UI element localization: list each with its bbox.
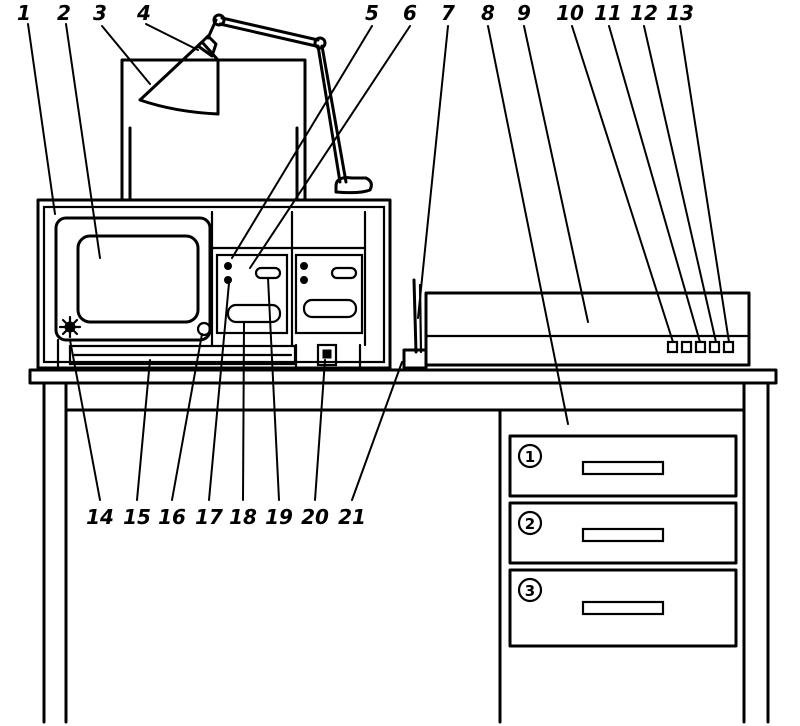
- desk-lamp: [138, 13, 373, 195]
- label-11: 11: [594, 1, 622, 25]
- monitor-bezel: [54, 216, 212, 342]
- label-8: 8: [481, 1, 495, 25]
- indicator-led: [300, 262, 308, 270]
- printer-button-13b: [722, 340, 735, 354]
- drawer-number: 3: [525, 582, 535, 600]
- indicator-led: [300, 276, 308, 284]
- disk-drive-right: [294, 253, 364, 335]
- light-pen: [402, 278, 428, 370]
- connector-box: [316, 343, 338, 367]
- power-switch-icon: [58, 315, 82, 339]
- drawer-handle: [581, 460, 665, 476]
- printer-button-10: [666, 340, 679, 354]
- main-cabinet: [36, 198, 392, 372]
- monitor-screen: [76, 234, 200, 324]
- drawer-number: 2: [525, 515, 535, 533]
- label-16: 16: [158, 505, 186, 529]
- printer-button-11: [680, 340, 693, 354]
- drive-slot-small: [254, 266, 282, 280]
- drawer-2: 2: [508, 501, 738, 565]
- label-14: 14: [86, 505, 114, 529]
- drawer-front: [508, 568, 738, 648]
- upper-board-frame: [120, 58, 307, 202]
- bottom-labels: 14 15 16 17 18 19 20 21: [86, 505, 366, 529]
- desk-top: [28, 368, 778, 385]
- drawer-handle: [581, 600, 665, 616]
- label-21: 21: [338, 505, 366, 529]
- label-17: 17: [195, 505, 223, 529]
- label-9: 9: [517, 1, 531, 25]
- lamp-shade: [138, 40, 220, 116]
- upper-board: [120, 58, 307, 202]
- label-18: 18: [229, 505, 257, 529]
- label-3: 3: [93, 1, 107, 25]
- lamp-clamp: [334, 176, 373, 195]
- label-10: 10: [556, 1, 584, 25]
- label-4: 4: [136, 1, 151, 25]
- top-labels: 1 2 3 4 5 6 7 8 9 10 11 12 13: [17, 1, 694, 25]
- light-pen-body: [412, 278, 418, 354]
- drawer-number: 1: [525, 448, 535, 466]
- drawer-1: 1: [508, 434, 738, 498]
- label-2: 2: [57, 1, 71, 25]
- label-1: 1: [17, 1, 31, 25]
- leader-lines: [27, 23, 730, 501]
- indicator-led: [224, 276, 232, 284]
- indicator-led: [224, 262, 232, 270]
- label-6: 6: [403, 1, 417, 25]
- label-13: 13: [666, 1, 694, 25]
- disk-drive-left: [215, 253, 289, 335]
- drive-slot: [302, 298, 358, 319]
- printer-button-12: [694, 340, 707, 354]
- monitor-knob: [196, 321, 212, 337]
- printer-unit: [424, 291, 751, 367]
- drawer-number-circle: [517, 510, 543, 536]
- lamp-neck: [196, 34, 218, 58]
- drive-slot: [226, 303, 282, 324]
- desk: [28, 368, 778, 724]
- desk-apron: [64, 408, 502, 724]
- connector-socket: [322, 349, 332, 359]
- cabinet-inner-frame: [42, 205, 386, 364]
- drawer-front: [508, 434, 738, 498]
- drive-slot-small: [330, 266, 358, 280]
- lamp-upper-arm: [218, 22, 318, 48]
- label-20: 20: [301, 505, 329, 529]
- drawer-3: 3: [508, 568, 738, 648]
- label-15: 15: [123, 505, 151, 529]
- printer-button-13a: [708, 340, 721, 354]
- lamp-upper-arm: [220, 16, 320, 42]
- drawer-number-circle: [517, 577, 543, 603]
- drawer-handle: [581, 527, 665, 543]
- lamp-joint: [313, 36, 327, 50]
- label-19: 19: [265, 505, 293, 529]
- lamp-lower-arm: [320, 44, 348, 184]
- lamp-joint: [212, 13, 226, 27]
- label-12: 12: [630, 1, 658, 25]
- label-5: 5: [365, 1, 379, 25]
- drawer-pedestal: 1 2 3: [508, 434, 738, 648]
- drawer-number-circle: [517, 443, 543, 469]
- printer-body: [424, 291, 751, 367]
- cabinet-body: [36, 198, 392, 370]
- drawer-front: [508, 501, 738, 565]
- label-7: 7: [441, 1, 455, 25]
- lamp-lower-arm: [316, 44, 342, 184]
- light-pen-holder: [402, 348, 428, 370]
